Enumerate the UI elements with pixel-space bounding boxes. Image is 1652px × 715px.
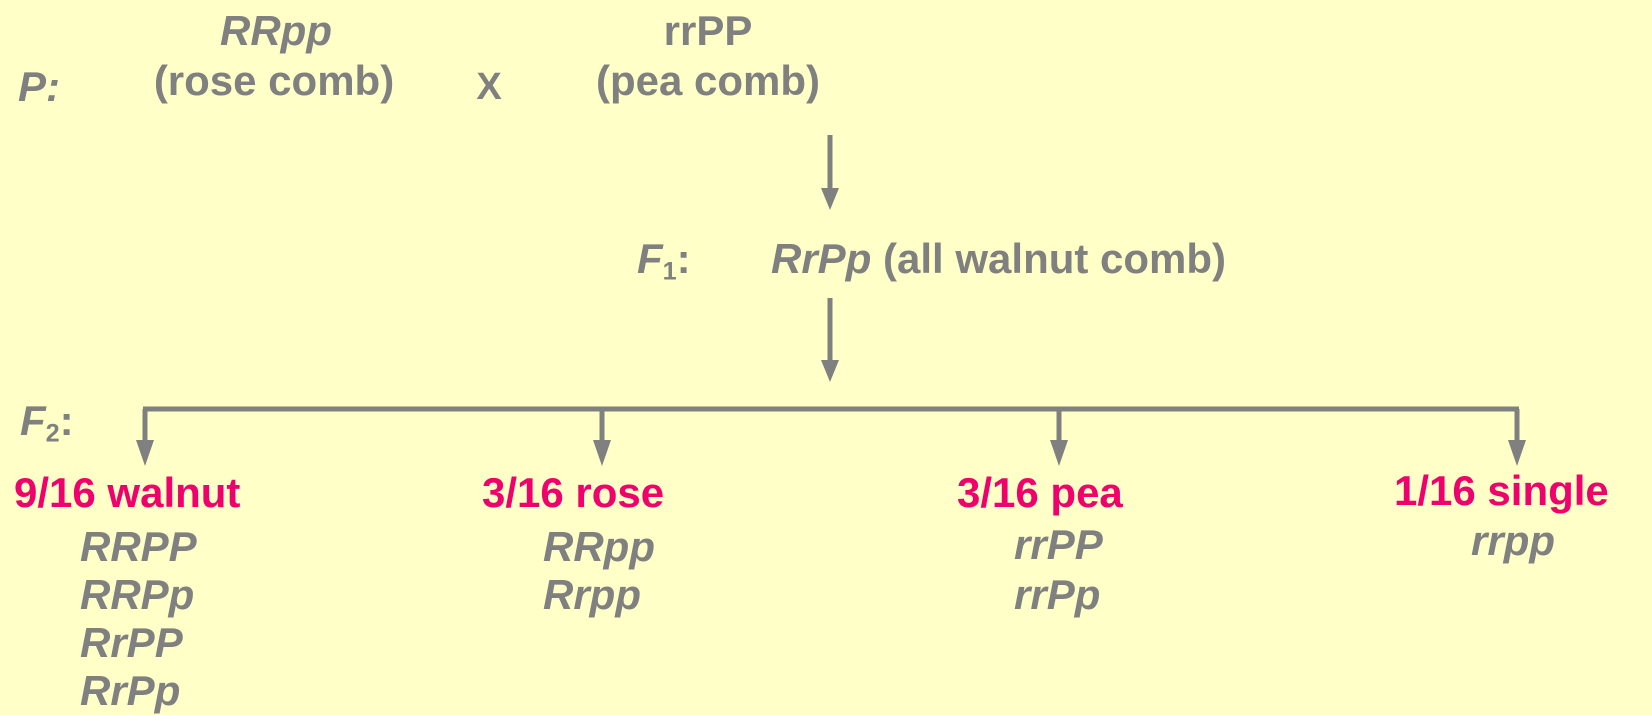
f2-walnut-genotype: RRPP [80,523,197,570]
branch-arrow-walnut-head [136,440,154,466]
parent2-phenotype: (pea comb) [595,57,821,104]
f2-class-walnut-ratio: 9/16 walnut [14,469,241,516]
f2-label-colon: : [59,397,74,444]
p-generation-label: P: [18,63,60,110]
f2-rose-genotype: RRpp [543,523,655,570]
f2-label-letter: F [20,397,46,444]
branch-arrow-rose-head [593,440,611,466]
f1-phenotype: (all walnut comb) [883,235,1227,282]
f1-generation-label: F1: [637,235,691,284]
f2-pea-genotype: rrPp [1014,571,1101,618]
f1-label-subscript: 1 [662,257,677,286]
f1-genotype: RrPp [771,235,872,282]
f2-class-rose-ratio: 3/16 rose [482,469,665,516]
f2-generation-label: F2: [20,397,74,446]
branch-arrow-single-head [1508,440,1526,466]
parent1-phenotype: (rose comb) [153,57,395,104]
f2-walnut-genotype: RrPP [80,619,183,666]
f2-pea-genotype: rrPP [1014,521,1103,568]
f1-label-letter: F [637,235,663,282]
f1-label-colon: : [676,235,691,282]
branch-arrow-pea-head [1050,440,1068,466]
f2-class-pea-ratio: 3/16 pea [957,469,1123,516]
f2-class-single-ratio: 1/16 single [1394,467,1609,514]
f2-single-genotype: rrpp [1471,517,1555,564]
cross-symbol: X [476,66,502,108]
f2-walnut-genotype: RrPp [80,667,181,714]
f2-label-subscript: 2 [45,419,60,448]
f1-to-f2-arrow-head [821,360,839,382]
p-to-f1-arrow-head [821,188,839,210]
parent1-genotype: RRpp [220,7,332,54]
parent2-genotype: rrPP [663,7,753,54]
f1-offspring: RrPp (all walnut comb) [771,238,1226,280]
f2-rose-genotype: Rrpp [543,571,641,618]
f2-walnut-genotype: RRPp [80,571,195,618]
